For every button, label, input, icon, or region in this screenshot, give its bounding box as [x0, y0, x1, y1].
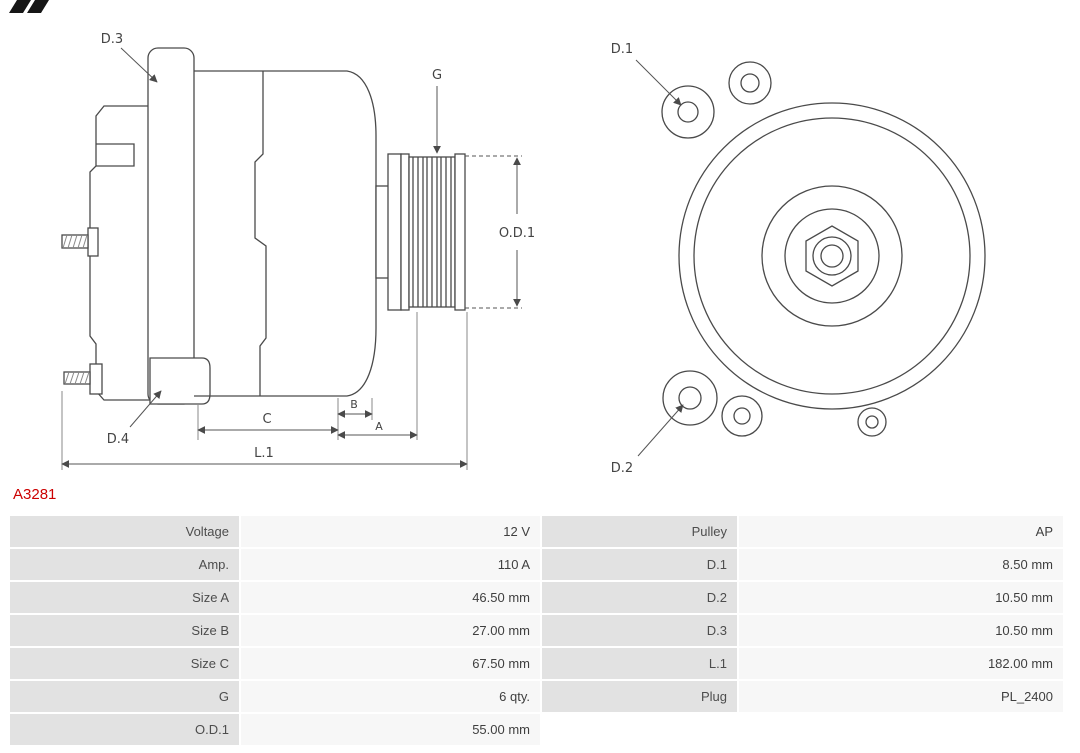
table-row: Amp. 110 A D.1 8.50 mm [10, 549, 1063, 580]
spec-label: Size A [10, 582, 239, 613]
spec-label: Size B [10, 615, 239, 646]
spec-value: 182.00 mm [739, 648, 1063, 679]
table-row: Size C 67.50 mm L.1 182.00 mm [10, 648, 1063, 679]
dim-label-a: A [375, 420, 383, 433]
spec-label: D.3 [542, 615, 737, 646]
spec-label: G [10, 681, 239, 712]
bottom-ear [149, 357, 211, 405]
dim-label-c: C [262, 412, 271, 427]
spec-value: PL_2400 [739, 681, 1063, 712]
spec-value: 46.50 mm [241, 582, 540, 613]
spec-label: Size C [10, 648, 239, 679]
dim-label-d2: D.2 [611, 461, 633, 476]
spec-label: L.1 [542, 648, 737, 679]
spec-value: 6 qty. [241, 681, 540, 712]
table-row: G 6 qty. Plug PL_2400 [10, 681, 1063, 712]
mounting-flange [147, 47, 195, 405]
main-body [194, 70, 377, 397]
spec-value: 27.00 mm [241, 615, 540, 646]
dim-label-l1: L.1 [254, 446, 274, 461]
spec-label: D.2 [542, 582, 737, 613]
spec-label: Pulley [542, 516, 737, 547]
table-row: O.D.1 55.00 mm [10, 714, 1063, 745]
spec-label: Voltage [10, 516, 239, 547]
spec-value: 12 V [241, 516, 540, 547]
dim-label-od1: O.D.1 [499, 226, 535, 241]
terminal-mount [87, 227, 99, 257]
brand-logo [8, 0, 66, 18]
pulley-side [400, 153, 466, 311]
spec-label: O.D.1 [10, 714, 239, 745]
spec-label: D.1 [542, 549, 737, 580]
dim-label-d4: D.4 [107, 432, 129, 447]
dim-label-d3: D.3 [101, 32, 123, 47]
bottom-mount [89, 363, 103, 395]
spec-label: Amp. [10, 549, 239, 580]
spec-value: 10.50 mm [739, 582, 1063, 613]
table-row: Size B 27.00 mm D.3 10.50 mm [10, 615, 1063, 646]
spec-value: 55.00 mm [241, 714, 540, 745]
spec-value: 67.50 mm [241, 648, 540, 679]
rear-housing [89, 105, 150, 401]
spec-value: 10.50 mm [739, 615, 1063, 646]
dim-label-g: G [432, 68, 442, 83]
brand-logo-mark [9, 0, 49, 13]
front-view: D.1 D.2 [611, 42, 986, 476]
table-row: Voltage 12 V Pulley AP [10, 516, 1063, 547]
spec-value: 8.50 mm [739, 549, 1063, 580]
side-view: O.D.1 D.3 D.4 G C B A L.1 [61, 32, 535, 470]
part-number: A3281 [13, 486, 57, 503]
spec-label: Plug [542, 681, 737, 712]
dim-label-d1: D.1 [611, 42, 633, 57]
spec-value: AP [739, 516, 1063, 547]
table-row: Size A 46.50 mm D.2 10.50 mm [10, 582, 1063, 613]
technical-drawing: O.D.1 D.3 D.4 G C B A L.1 [61, 32, 986, 476]
spec-table: Voltage 12 V Pulley AP Amp. 110 A D.1 8.… [10, 516, 1063, 747]
dim-label-b: B [350, 398, 358, 411]
spec-value: 110 A [241, 549, 540, 580]
